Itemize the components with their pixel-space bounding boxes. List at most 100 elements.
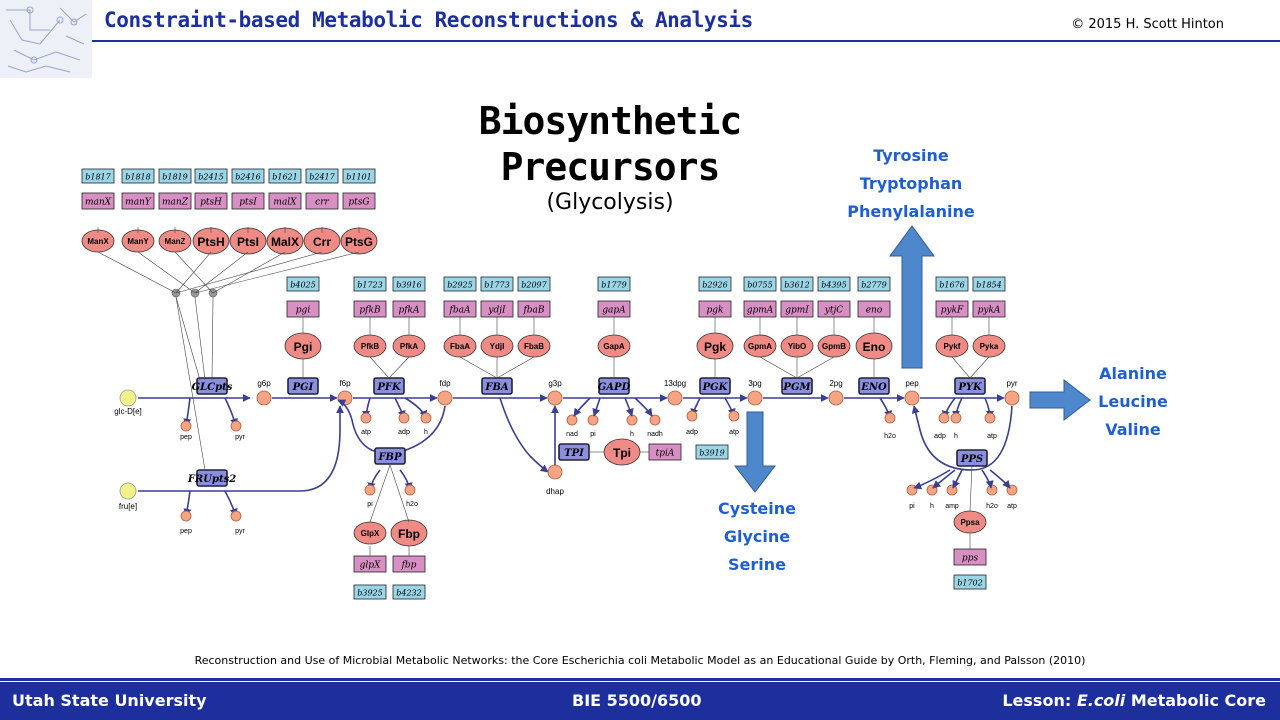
slide-subtitle: (Glycolysis): [546, 190, 674, 215]
bnumber-box: [81, 168, 115, 184]
slide-title-line2: Precursors: [500, 145, 721, 189]
reaction-label: FRUpts2: [187, 474, 236, 485]
metabolite-label: pi: [367, 501, 373, 508]
metabolite-node: [180, 510, 192, 522]
metabolite-label: glc-D[e]: [114, 407, 142, 416]
bnumber-label: b1773: [484, 281, 509, 290]
metabolite-label: pyr: [1006, 379, 1017, 388]
metabolite-label: atp: [729, 429, 739, 436]
metabolite-node: [587, 414, 599, 426]
bnumber-box: [817, 276, 851, 292]
metabolite-node: [364, 484, 376, 496]
gene-label: fbaB: [522, 306, 544, 316]
bnumber-label: b1676: [939, 281, 964, 290]
footer-course: BIE 5500/6500: [572, 691, 702, 710]
metabolite-label: pep: [180, 434, 192, 441]
protein-label: Ppsa: [960, 518, 980, 527]
flux-fbp-curve: [337, 399, 446, 454]
gene-label: crr: [315, 198, 329, 208]
gene-label: ptsH: [200, 198, 222, 208]
gene-box: [268, 192, 302, 210]
bnumber-box: [972, 276, 1006, 292]
metabolite-label: h2o: [406, 501, 418, 508]
pts-link: [194, 251, 249, 294]
metabolite-label: g6p: [257, 379, 271, 388]
bnumber-label: b1817: [85, 173, 111, 182]
flux-gapd-h: [624, 397, 634, 417]
bnumber-label: b3612: [784, 281, 809, 290]
metabolite-node: [230, 510, 242, 522]
slide-title-line1: Biosynthetic: [478, 99, 743, 143]
pts-to-glcpts: [194, 296, 206, 381]
protein-label: Tpi: [613, 446, 631, 460]
metabolite-node: [180, 420, 192, 432]
protein-reaction-link: [459, 356, 498, 379]
protein-label: PtsG: [345, 235, 373, 249]
bnumber-box: [953, 574, 987, 590]
gene-label: pgi: [296, 306, 311, 316]
gene-box: [305, 192, 339, 210]
pts-link: [97, 251, 177, 294]
bnumber-box: [743, 276, 777, 292]
bnumber-box: [353, 276, 387, 292]
reaction-label: TPI: [564, 448, 584, 459]
reaction-label: PGK: [702, 382, 729, 393]
bnumber-box: [305, 168, 339, 184]
protein-label: Fbp: [398, 527, 420, 541]
arrow-down-3pg: [733, 411, 777, 493]
reaction-label: PGM: [782, 382, 811, 393]
metabolite-label: 13dpg: [664, 379, 686, 388]
footer-lesson-suffix: Metabolic Core: [1125, 691, 1266, 710]
gene-label: pykA: [978, 306, 1001, 316]
metabolite-label: pi: [909, 503, 915, 510]
gene-label: eno: [866, 306, 883, 316]
reaction-label: GLCpts: [192, 382, 233, 393]
flux-pps-pi: [913, 469, 951, 490]
gene-box: [194, 192, 228, 210]
gene-box: [231, 192, 265, 210]
metabolite-label: h: [954, 433, 958, 440]
reaction-box: [558, 443, 590, 461]
metabolite-node: [566, 414, 578, 426]
metabolite-label: pyr: [235, 434, 245, 441]
metabolite-label: 3pg: [748, 379, 761, 388]
protein-label: Pgk: [704, 340, 726, 354]
slide-title: Biosynthetic Precursors: [440, 98, 780, 190]
metabolite-label: atp: [1007, 503, 1017, 510]
bnumber-box: [517, 276, 551, 292]
protein-label: FbaB: [524, 342, 544, 351]
bnumber-box: [342, 168, 376, 184]
metabolite-node: [547, 464, 563, 480]
reaction-label: PGI: [292, 382, 314, 393]
bnumber-box: [392, 584, 426, 600]
metabolite-node: [404, 484, 416, 496]
protein-label: GlpX: [361, 529, 380, 538]
gene-label: tpiA: [656, 449, 675, 459]
metabolite-label: pep: [180, 528, 192, 535]
metabolite-label: nadh: [647, 431, 663, 438]
gene-box: [158, 192, 192, 210]
bnumber-label: b2415: [198, 173, 223, 182]
gene-label: ytjC: [824, 306, 843, 316]
reaction-label: FBA: [484, 382, 509, 393]
bnumber-box: [231, 168, 265, 184]
flux-pps-h: [932, 469, 956, 489]
metabolite-node: [230, 420, 242, 432]
pts-to-glcpts: [175, 296, 201, 381]
bnumber-box: [935, 276, 969, 292]
bnumber-label: b2417: [309, 173, 335, 182]
bnumber-box: [353, 584, 387, 600]
bnumber-label: b1819: [162, 173, 187, 182]
header-rule: [92, 40, 1280, 42]
flux-line-frupts: [138, 405, 344, 492]
amino-acid-valine: Valine: [1105, 420, 1161, 439]
bnumber-box: [392, 276, 426, 292]
amino-acid-phenylalanine: Phenylalanine: [847, 202, 975, 221]
metabolite-node: [686, 410, 698, 422]
footer-lesson-prefix: Lesson:: [1002, 691, 1077, 710]
bnumber-box: [121, 168, 155, 184]
gene-label: pgk: [707, 306, 724, 316]
metabolite-label: adp: [398, 429, 410, 436]
reaction-label: GAPD: [598, 382, 631, 393]
protein-label: Eno: [863, 340, 886, 354]
